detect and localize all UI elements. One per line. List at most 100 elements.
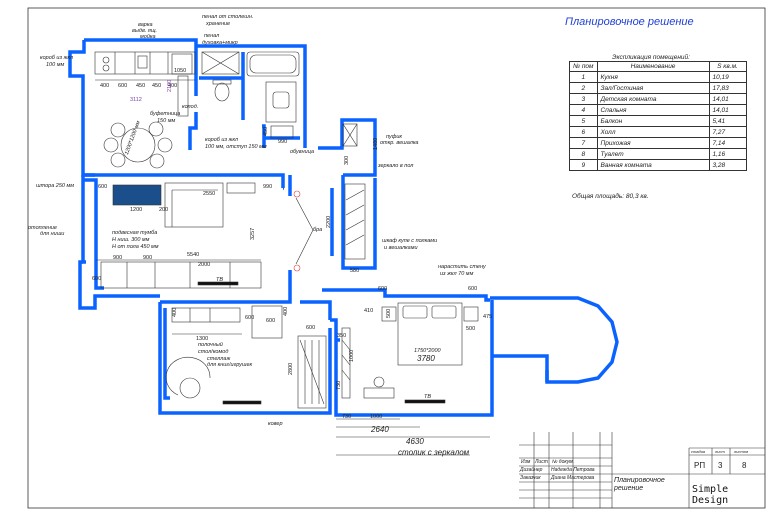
wall — [84, 173, 285, 188]
stamp-h3: № докум. — [552, 459, 575, 465]
wall — [322, 288, 490, 302]
wall — [78, 260, 160, 310]
dim: 1200 — [130, 207, 142, 213]
dim: 730 — [336, 381, 342, 390]
dim: 410 — [364, 308, 373, 314]
dim: 600 — [118, 83, 127, 89]
nightstand — [381, 306, 397, 322]
stamp-sheet-label: лист — [715, 449, 725, 454]
wall — [318, 118, 377, 177]
wall — [81, 175, 86, 264]
shelf-desk — [171, 307, 241, 323]
dim: 990 — [263, 184, 272, 190]
label-bufet: буфетница — [150, 111, 180, 117]
hob-burner — [102, 56, 110, 64]
label-shkaf2: и вешалками — [384, 245, 418, 251]
dim: 2000 — [198, 262, 210, 268]
dim: 3780 — [417, 354, 435, 363]
stamp-firm: Simple Design — [692, 484, 729, 506]
oven — [171, 53, 193, 75]
label-table: 1200*1200 мм — [124, 120, 142, 156]
label-polka1: полочный — [198, 341, 223, 348]
label-penal: пенал — [204, 33, 219, 39]
stamp-doc-title: Планировочное решение — [614, 477, 665, 492]
tv-panel — [404, 399, 446, 404]
dim: 500 — [466, 326, 475, 332]
label-bufet-h: 150 мм — [157, 118, 175, 124]
washing-machine — [265, 81, 297, 123]
label-polka3: стеллаж — [207, 356, 230, 362]
sink — [137, 55, 148, 69]
stamp-role1: Дизайнер — [520, 467, 543, 473]
tv-panel — [197, 281, 239, 286]
column — [177, 75, 189, 117]
label-penal-stol: пенал от столешн. — [202, 14, 253, 20]
balcony-wall — [492, 354, 549, 382]
wardrobe — [341, 327, 351, 399]
explication-heading: Экспликация помещений: — [612, 54, 690, 61]
dim: 600 — [245, 315, 254, 321]
dim: 400 — [168, 83, 177, 89]
label-korob2: короб из жкл — [205, 137, 238, 143]
wardrobe — [342, 123, 366, 260]
dim: 990 — [278, 139, 287, 145]
dim: 2550 — [203, 191, 215, 197]
stamp-stage: РП — [694, 461, 706, 470]
label-varka: варка — [138, 22, 153, 28]
sheet-frame — [27, 7, 766, 509]
dim: 900 — [113, 255, 122, 261]
tv-stand — [100, 261, 262, 289]
dim: 600 — [98, 184, 107, 190]
wall-lamp — [293, 264, 301, 272]
dim: 900 — [143, 255, 152, 261]
label-kolod: колод. — [182, 104, 198, 110]
label-kover: ковер — [268, 421, 283, 427]
dim: 450 — [136, 83, 145, 89]
label-tv2: ТВ — [424, 394, 431, 400]
dim: 580 — [350, 268, 359, 274]
room-area: 3,28 — [708, 159, 747, 171]
dim: 300 — [344, 156, 350, 165]
dim: 200 — [159, 207, 168, 213]
dim: 3112 — [130, 97, 142, 103]
dim: 1000 — [349, 350, 355, 362]
dim: 600 — [378, 286, 387, 292]
bathroom-fixtures — [201, 51, 300, 139]
label-polka2: стол/комод — [198, 349, 228, 355]
dining-table — [120, 127, 156, 163]
double-bed — [397, 302, 463, 366]
label-korob1b: 100 мм — [46, 62, 64, 68]
bedroom-furniture — [341, 302, 479, 404]
label-hranenie: хранение — [205, 21, 230, 27]
kitchen-unit — [94, 51, 196, 169]
dim: 350 — [337, 333, 346, 339]
label-polka4: для книг/игрушек — [207, 362, 253, 368]
total-area: Общая площадь: 80,3 кв. — [572, 193, 649, 200]
washbasin — [272, 91, 290, 109]
label-rasshir2: из жкл 70 мм — [440, 271, 474, 277]
label-tv: ТВ — [216, 277, 223, 283]
dim: 600 — [468, 286, 477, 292]
dim: 2100 — [167, 80, 173, 92]
dim: 2200 — [326, 216, 332, 228]
stamp-name1: Надежда Петрова — [551, 467, 595, 473]
kitchen-counter — [94, 51, 196, 75]
wall — [262, 124, 266, 148]
wall — [84, 178, 104, 290]
dim: 500 — [386, 309, 392, 318]
room-number: 9 — [569, 159, 598, 171]
desk — [112, 184, 162, 206]
dim: 3257 — [250, 228, 256, 240]
carpet-mark — [222, 400, 262, 405]
wardrobe-body — [344, 183, 366, 260]
label-podvesn: подвесная тумба — [112, 230, 157, 236]
label-mojka: мойка — [140, 33, 156, 40]
wall-lamp — [293, 190, 301, 198]
living-room-furniture — [100, 182, 314, 289]
dim: 450 — [152, 83, 161, 89]
dim: 400 — [283, 307, 289, 316]
